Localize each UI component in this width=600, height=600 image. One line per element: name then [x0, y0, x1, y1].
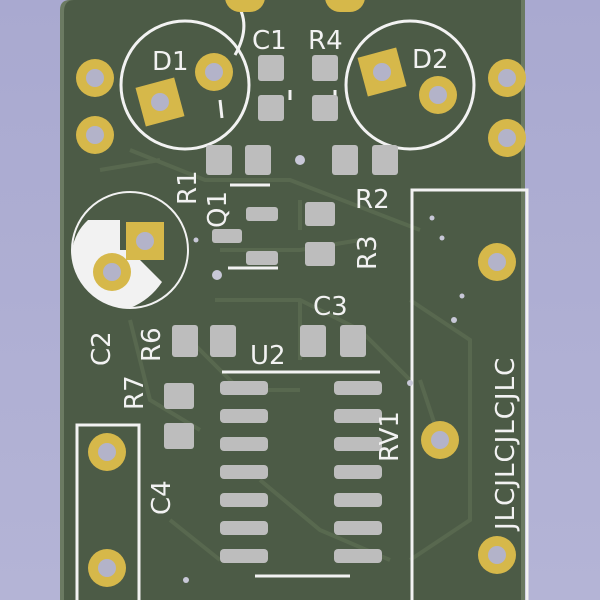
label-d1: D1 [152, 47, 189, 77]
label-q1: Q1 [203, 191, 233, 228]
label-r3: R3 [353, 235, 383, 270]
label-c3: C3 [313, 292, 348, 322]
label-d2: D2 [412, 45, 449, 75]
silkscreen-outlines [71, 0, 529, 600]
label-c1: C1 [252, 26, 287, 56]
label-r6: R6 [137, 327, 167, 362]
copper-traces [99, 148, 472, 562]
label-c4: C4 [147, 480, 177, 515]
tht-pads [76, 0, 526, 587]
label-r2: R2 [355, 185, 390, 215]
label-c2: C2 [87, 331, 117, 366]
silkscreen-labels: C1 R4 D1 D2 R2 C3 U2 R1 Q1 R3 C2 R6 R7 R… [87, 26, 521, 532]
label-jlc-order: JLCJLCJLCJLC [491, 357, 521, 532]
label-r7: R7 [120, 375, 150, 410]
smd-pads [164, 55, 398, 449]
u2-pins [220, 381, 382, 563]
vias [183, 155, 465, 583]
label-rv1: RV1 [375, 411, 405, 462]
label-u2: U2 [250, 341, 286, 371]
label-r4: R4 [308, 26, 343, 56]
label-r1: R1 [173, 170, 203, 205]
